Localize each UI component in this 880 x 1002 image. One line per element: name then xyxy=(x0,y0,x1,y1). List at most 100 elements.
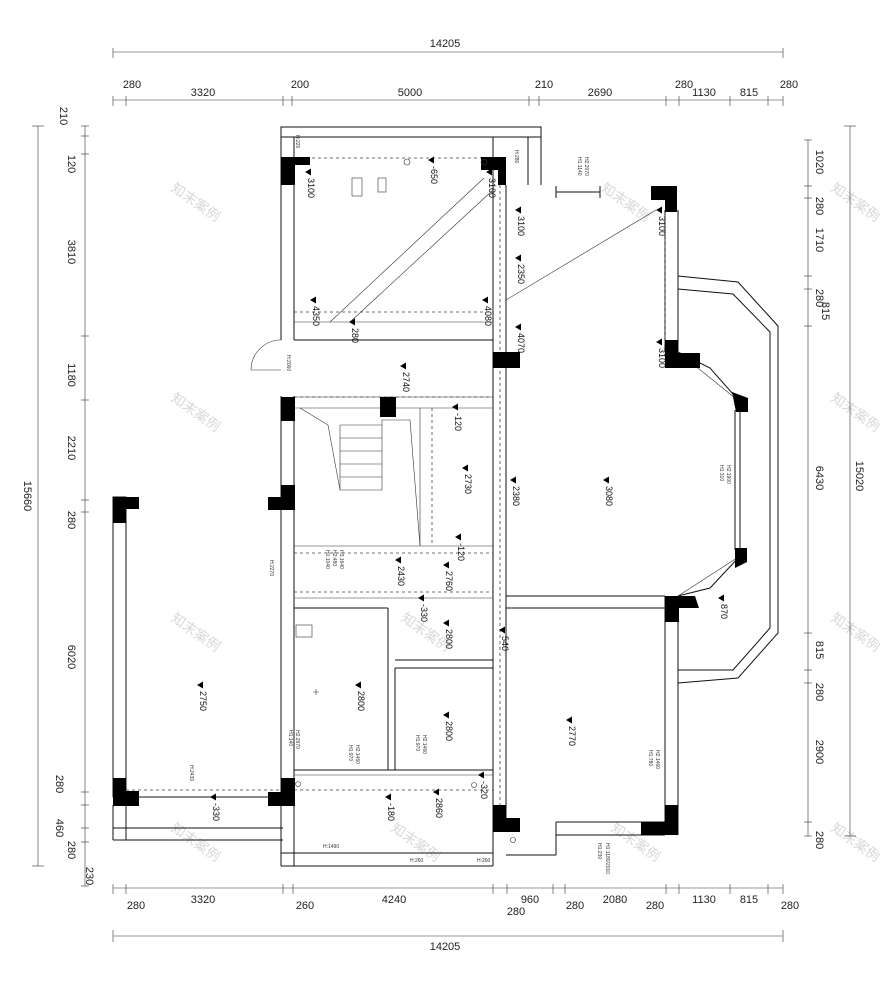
watermark: 知末案例 xyxy=(828,609,880,655)
note: H2:2670 xyxy=(294,730,300,749)
note: H2:1460 xyxy=(654,750,660,769)
ceiling-height-label: 2760 xyxy=(444,571,454,591)
left-dimension-lines: 15660 210 120 3810 1180 2210 280 6020 28… xyxy=(21,107,95,887)
column xyxy=(665,596,699,622)
cross-mark xyxy=(313,689,319,695)
bottom-dim-seg: 260 xyxy=(296,900,314,912)
column xyxy=(735,548,747,568)
left-dim-seg: 460 xyxy=(53,819,65,837)
ceiling-height-label: 2430 xyxy=(396,566,406,586)
height-marker-triangle xyxy=(443,619,449,627)
sink-symbol xyxy=(377,177,387,193)
height-marker-triangle xyxy=(310,296,316,304)
left-dim-seg: 1180 xyxy=(65,363,77,387)
top-dim-seg: 3320 xyxy=(191,87,215,99)
right-dim-seg: 1020 xyxy=(813,150,825,174)
ceiling-height-label: 3100 xyxy=(306,178,316,198)
bottom-dim-seg: 280 xyxy=(646,900,664,912)
height-marker-triangle xyxy=(443,711,449,719)
ceiling-height-label: 2350 xyxy=(516,264,526,284)
top-dim-seg: 2690 xyxy=(588,87,612,99)
bottom-dim-seg: 280 xyxy=(566,900,584,912)
column xyxy=(281,397,295,421)
top-dim-seg: 210 xyxy=(535,79,553,91)
top-dim-seg: 815 xyxy=(740,87,758,99)
right-dim-seg: 280 xyxy=(813,289,825,307)
note: H1:1180/2010 xyxy=(604,843,610,874)
column xyxy=(493,352,520,368)
note: H1:1140 xyxy=(576,157,582,176)
right-dim-seg: 280 xyxy=(813,831,825,849)
note: H2:1460 xyxy=(421,735,427,754)
height-marker-triangle xyxy=(385,793,391,801)
note: H:260 xyxy=(477,858,491,864)
note: H2:1900 xyxy=(725,465,731,484)
ceiling-height-label: -330 xyxy=(211,803,221,821)
note: H3:1640 xyxy=(338,550,344,569)
right-total-dimension: 15020 xyxy=(853,461,865,492)
watermark: 知末案例 xyxy=(168,819,224,865)
height-marker-triangle xyxy=(433,788,439,796)
note: H2:1460 xyxy=(354,745,360,764)
column xyxy=(493,805,520,832)
top-total-dimension: 14205 xyxy=(430,38,461,50)
ceiling-height-label: -120 xyxy=(453,413,463,431)
height-marker-triangle xyxy=(395,556,401,564)
height-marker-triangle xyxy=(452,403,458,411)
height-marker-triangle xyxy=(499,626,505,634)
ceiling-height-label: 2860 xyxy=(434,798,444,818)
height-marker-triangle xyxy=(515,206,521,214)
ceiling-height-label: 2800 xyxy=(356,691,366,711)
right-dimension-lines: 1020 280 1710 280 815 6430 815 280 2900 … xyxy=(804,125,865,849)
watermark: 知末案例 xyxy=(168,389,224,435)
toilet-symbol xyxy=(351,177,363,197)
ceiling-height-label: 870 xyxy=(719,604,729,619)
ceiling-height-label: 3100 xyxy=(487,178,497,198)
height-marker-triangle xyxy=(656,338,662,346)
top-dim-seg: 200 xyxy=(291,79,309,91)
height-marker-triangle xyxy=(400,362,406,370)
note: H1:230 xyxy=(596,843,602,859)
height-marker-triangle xyxy=(603,476,609,484)
note: H:280 xyxy=(513,150,519,164)
note: H2:480 xyxy=(331,550,337,566)
column xyxy=(481,157,506,185)
column xyxy=(268,485,295,510)
note: H:2430 xyxy=(188,765,194,781)
height-marker-triangle xyxy=(210,793,216,801)
ceiling-height-label: 2740 xyxy=(401,372,411,392)
ceiling-height-label: 3100 xyxy=(516,216,526,236)
left-dim-seg: 3810 xyxy=(65,240,77,264)
ceiling-height-label: 2800 xyxy=(444,629,454,649)
height-marker-triangle xyxy=(443,561,449,569)
height-marker-triangle xyxy=(656,206,662,214)
top-dimension-lines: 14205 280 3320 200 5000 210 2690 280 113… xyxy=(112,38,798,106)
height-marker-triangle xyxy=(455,533,461,541)
ceiling-height-label: 4070 xyxy=(516,333,526,353)
ceiling-height-label: -180 xyxy=(386,803,396,821)
column xyxy=(651,186,677,212)
note: H:2270 xyxy=(268,560,274,576)
height-marker-triangle xyxy=(349,318,355,326)
left-dim-seg: 6020 xyxy=(65,645,77,669)
top-dim-seg: 280 xyxy=(123,79,141,91)
height-marker-triangle xyxy=(482,296,488,304)
columns xyxy=(113,157,748,835)
ceiling-height-label: 4080 xyxy=(483,306,493,326)
note: H:260 xyxy=(410,858,424,864)
ceiling-height-label: -650 xyxy=(429,166,439,184)
watermark: 知末案例 xyxy=(598,179,654,225)
right-dim-seg: 2900 xyxy=(813,740,825,764)
note: H1:140 xyxy=(287,730,293,746)
ceiling-height-label: 2380 xyxy=(511,486,521,506)
note: H:1490 xyxy=(323,844,339,850)
column xyxy=(113,778,139,806)
column xyxy=(380,397,396,417)
top-dim-seg: 5000 xyxy=(398,87,422,99)
bottom-dim-seg: 4240 xyxy=(382,894,406,906)
fixture-circle xyxy=(471,782,477,788)
height-marker-triangle xyxy=(197,681,203,689)
fixture-circle xyxy=(403,158,411,166)
column xyxy=(113,497,139,523)
